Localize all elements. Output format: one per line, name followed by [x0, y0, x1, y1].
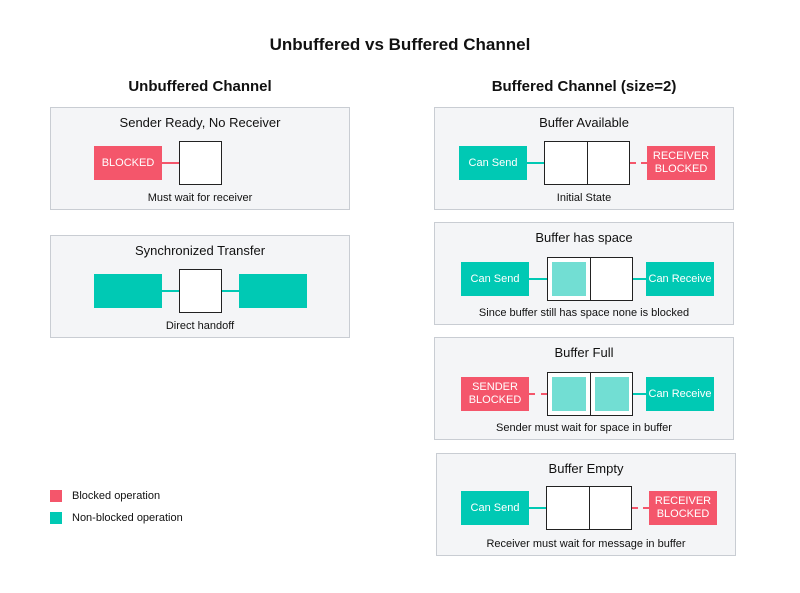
- panel-title: Sender Ready, No Receiver: [119, 115, 281, 130]
- buffered-message: [552, 262, 586, 296]
- panel-caption: Sender must wait for space in buffer: [496, 422, 672, 434]
- panel-caption: Direct handoff: [165, 320, 235, 332]
- sender-box: Can Send: [461, 262, 529, 296]
- diagram-title: Unbuffered vs Buffered Channel: [269, 35, 531, 54]
- buffered-channel: [547, 372, 633, 416]
- receiver-connector: [632, 507, 649, 509]
- buffer-slot-divider: [587, 142, 588, 184]
- panel-title: Buffer Empty: [548, 461, 624, 476]
- panel-title: Synchronized Transfer: [134, 243, 266, 258]
- legend-nonblocked-label: Non-blocked operation: [72, 512, 183, 524]
- receiver-connector: [630, 162, 647, 164]
- sender-blocked-box: BLOCKED: [94, 146, 162, 180]
- panel-buffer-has-space: Buffer has space Can Send Can Receive Si…: [434, 222, 734, 325]
- receiver-connector: [633, 278, 646, 280]
- receiver-box: Can Receive: [646, 377, 714, 411]
- sender-box: Can Send: [459, 146, 527, 180]
- panel-caption: Receiver must wait for message in buffer: [486, 538, 686, 550]
- unbuffered-channel: [179, 269, 222, 313]
- receiver-box: Can Receive: [646, 262, 714, 296]
- sender-connector: [162, 162, 179, 164]
- buffered-channel: [546, 486, 632, 530]
- panel-title: Buffer Full: [554, 345, 614, 360]
- legend-nonblocked-swatch: [50, 512, 62, 524]
- sender-connector: [527, 162, 544, 164]
- panel-sender-ready: Sender Ready, No Receiver BLOCKED Must w…: [50, 107, 350, 210]
- sender-connector: [529, 278, 547, 280]
- receiver-connector: [222, 290, 239, 292]
- receiver-blocked-box: RECEIVER BLOCKED: [649, 491, 717, 525]
- buffered-message: [595, 377, 629, 411]
- panel-title: Buffer has space: [535, 230, 633, 245]
- buffered-channel: [547, 257, 633, 301]
- panel-caption: Since buffer still has space none is blo…: [478, 307, 690, 319]
- sender-connector: [162, 290, 179, 292]
- receiver-connector: [633, 393, 646, 395]
- receiver-box: [239, 274, 307, 308]
- panel-caption: Initial State: [556, 192, 612, 204]
- legend-blocked-swatch: [50, 490, 62, 502]
- buffer-slot-divider: [589, 487, 590, 529]
- sender-box: [94, 274, 162, 308]
- sender-connector: [529, 393, 547, 395]
- buffer-slot-divider: [590, 373, 591, 415]
- buffered-channel: [544, 141, 630, 185]
- sender-connector: [529, 507, 546, 509]
- panel-title: Buffer Available: [539, 115, 629, 130]
- buffered-heading: Buffered Channel (size=2): [491, 78, 677, 95]
- panel-buffer-empty: Buffer Empty Can Send RECEIVER BLOCKED R…: [436, 453, 736, 556]
- unbuffered-heading: Unbuffered Channel: [128, 78, 272, 95]
- buffer-slot-divider: [590, 258, 591, 300]
- sender-box: Can Send: [461, 491, 529, 525]
- sender-blocked-box: SENDER BLOCKED: [461, 377, 529, 411]
- panel-buffer-available: Buffer Available Can Send RECEIVER BLOCK…: [434, 107, 734, 210]
- buffered-message: [552, 377, 586, 411]
- panel-buffer-full: Buffer Full SENDER BLOCKED Can Receive S…: [434, 337, 734, 440]
- panel-caption: Must wait for receiver: [147, 192, 253, 204]
- panel-synchronized-transfer: Synchronized Transfer Direct handoff: [50, 235, 350, 338]
- receiver-blocked-box: RECEIVER BLOCKED: [647, 146, 715, 180]
- unbuffered-channel: [179, 141, 222, 185]
- legend-blocked-label: Blocked operation: [72, 490, 161, 502]
